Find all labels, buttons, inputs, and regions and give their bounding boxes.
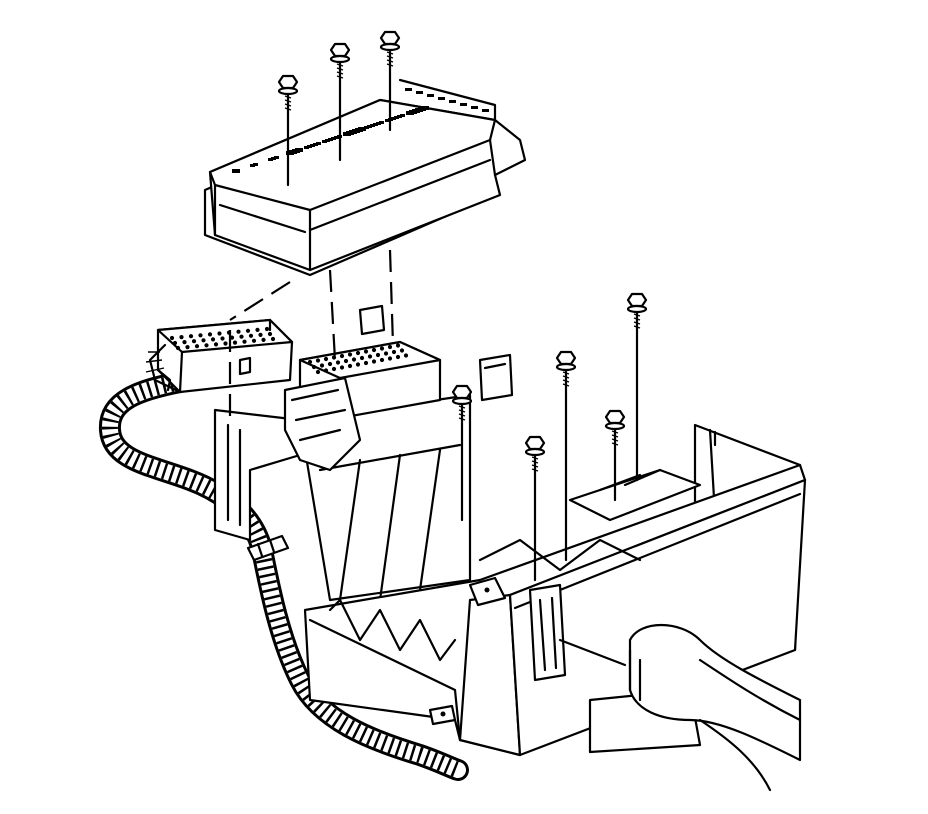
mounting-bolts (277, 30, 648, 582)
wiring-harness-connector-center (283, 304, 514, 472)
mounting-bolt (329, 42, 351, 162)
release-tab (558, 623, 802, 792)
mounting-bolt (555, 350, 577, 562)
mounting-bolt (451, 384, 473, 522)
retaining-clip (246, 534, 290, 562)
wiring-harness-connector-left (145, 318, 294, 394)
mounting-bolt (604, 409, 626, 502)
mounting-bolt (524, 435, 546, 582)
mounting-bolt (277, 74, 299, 187)
alignment-lines (228, 249, 395, 420)
fuse-block-tray (213, 393, 807, 757)
fuse-block-cover (203, 78, 527, 277)
mounting-bolt (379, 30, 401, 132)
mounting-bolt (626, 292, 648, 482)
